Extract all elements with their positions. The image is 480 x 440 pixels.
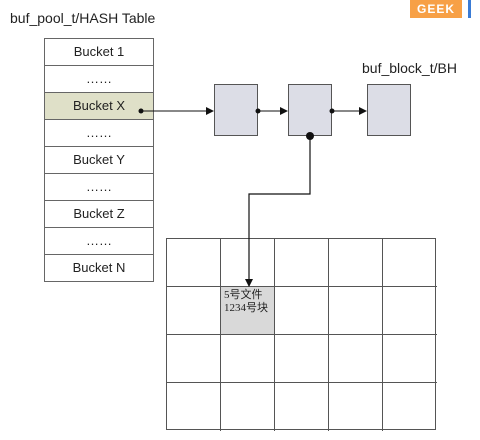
grid-cell: [275, 239, 329, 287]
grid-cell-target-block: [221, 287, 275, 335]
grid-cell: [383, 287, 437, 335]
grid-cell: [329, 383, 383, 431]
grid-cell: [275, 383, 329, 431]
bucket-n: Bucket N: [72, 260, 126, 275]
bucket-z: Bucket Z: [45, 201, 153, 228]
grid-cell: [167, 239, 221, 287]
grid-cell: [167, 383, 221, 431]
grid-cell: [221, 335, 275, 383]
bucket-x: Bucket X: [45, 93, 153, 120]
grid-cell: [221, 383, 275, 431]
grid-cell: [167, 287, 221, 335]
bucket-ellipsis: ……: [45, 174, 153, 201]
grid-cell: [383, 239, 437, 287]
grid-cell: [167, 335, 221, 383]
buffer-block-2: [288, 84, 332, 136]
target-block-label: 5号文件1234号块: [224, 289, 268, 314]
data-file-grid: [166, 238, 437, 431]
grid-cell: [275, 287, 329, 335]
grid-cell: [329, 287, 383, 335]
buffer-block-3: [367, 84, 411, 136]
bucket-ellipsis: ……: [45, 66, 153, 93]
bucket-ellipsis: ……: [45, 120, 153, 147]
grid-cell: [275, 335, 329, 383]
grid-cell: [329, 239, 383, 287]
bucket-ellipsis: ……: [45, 228, 153, 255]
grid-cell: [383, 335, 437, 383]
logo-accent-bar: [468, 0, 471, 18]
grid-cell: [329, 335, 383, 383]
block-to-page-arrow: [245, 136, 311, 287]
bucket-1: Bucket 1: [45, 39, 153, 66]
geek-logo: GEEK: [410, 0, 462, 18]
buffer-block-title: buf_block_t/BH: [362, 60, 457, 76]
bucket-y: Bucket Y: [45, 147, 153, 174]
bucket-list: Bucket 1 …… Bucket X …… Bucket Y …… Buck…: [44, 38, 154, 282]
hash-table-title: buf_pool_t/HASH Table: [10, 10, 156, 26]
